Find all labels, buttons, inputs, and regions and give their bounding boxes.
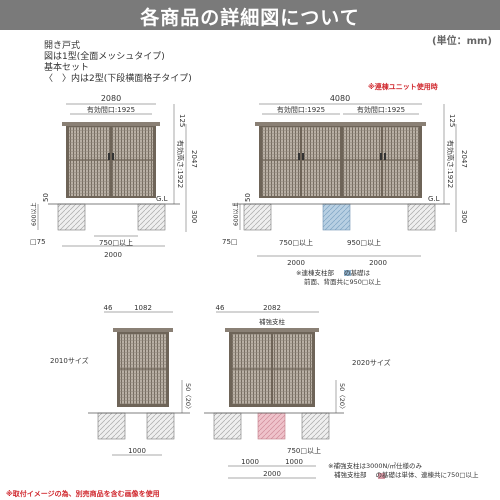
reinforcement-post-foundation: [257, 412, 286, 440]
dim-label: 2047: [190, 150, 198, 168]
dim-label: 300: [190, 210, 198, 223]
pink-swatch: [378, 473, 385, 479]
dim-label: 600以上: [30, 203, 38, 226]
dim-label: 有効間口:1925: [277, 105, 325, 114]
dim-label: 1082: [134, 304, 152, 312]
title-banner: 各商品の詳細図について: [0, 0, 500, 30]
roof: [62, 122, 160, 126]
dim-label: 125: [448, 114, 456, 127]
dim-label: 2082: [263, 304, 281, 312]
renmune-note-text: の基礎は: [343, 269, 370, 277]
storage-2010-side: [88, 311, 190, 456]
renmune-unit-note: ※連棟ユニット使用時: [368, 83, 438, 91]
dim-label: 50: [42, 193, 50, 202]
dim-label: 2000: [104, 251, 122, 259]
dim-label: 125: [178, 114, 186, 127]
dim-label: 600以上: [232, 203, 240, 226]
reinforcement-note-text: の基礎は単体、連棟共に750□以上: [375, 471, 479, 479]
linked-post-foundation: [322, 203, 351, 231]
unit-label: (単位：mm): [432, 36, 492, 47]
renmune-note-text: 前面、背面共に950□以上: [304, 278, 382, 286]
roof: [225, 328, 319, 332]
page-title: 各商品の詳細図について: [140, 7, 360, 29]
dim-label: 75□: [222, 238, 238, 246]
ground-level-label: G.L: [428, 195, 440, 203]
foundation-block: [97, 412, 126, 440]
dim-label: 50〈20〉: [184, 383, 192, 413]
reinforcement-note-text: ※補強支柱は3000N/㎡仕様のみ: [328, 462, 423, 470]
door-right: [112, 127, 153, 196]
reinforcement-note: ※補強支柱は3000N/㎡仕様のみ 補強支柱部の基礎は単体、連棟共に750□以上: [328, 462, 479, 480]
foundation-block: [57, 203, 86, 231]
roof: [255, 122, 426, 126]
renmune-note: ※連棟支柱部 の基礎は 前面、背面共に950□以上: [296, 269, 381, 287]
size-2010-label: 2010サイズ: [50, 357, 89, 365]
dim-label: 2080: [101, 94, 121, 103]
dim-label: 有効間口:1925: [87, 105, 135, 114]
dim-label: 300: [460, 210, 468, 223]
handle: [108, 153, 110, 160]
foundation-block: [137, 203, 166, 231]
dim-label: 2047: [460, 150, 468, 168]
dim-label: 2000: [263, 470, 281, 478]
dim-label: 50〈20〉: [338, 383, 346, 413]
footer-note: ※取付イメージの為、別売商品を含む画像を使用: [6, 490, 160, 498]
dim-label: 46: [216, 304, 225, 312]
dim-label: 950□以上: [347, 238, 381, 247]
foundation-block: [243, 203, 272, 231]
dim-label: 4080: [330, 94, 350, 103]
dim-label: 46: [104, 304, 113, 312]
dim-label: 1000: [241, 458, 259, 466]
dim-label: 1000: [128, 447, 146, 455]
reinforcement-post-label: 補強支柱: [259, 317, 286, 326]
description-line: 基本セット: [44, 63, 90, 73]
dim-label: 50: [244, 193, 252, 202]
storage-single-front: [37, 103, 187, 247]
description-line: 図は1型(全面メッシュタイプ): [44, 52, 165, 62]
dim-label: 2000: [287, 259, 305, 267]
door-left: [69, 127, 110, 196]
dim-label: 750□以上: [279, 238, 313, 247]
description-line: 開き戸式: [44, 41, 81, 51]
door-panel: [383, 127, 419, 196]
dim-label: 有効高さ:1922: [446, 140, 455, 188]
dim-label: 750□以上: [287, 446, 321, 455]
foundation-block: [213, 412, 242, 440]
dim-label: 有効高さ:1922: [176, 140, 185, 188]
size-2020-label: 2020サイズ: [352, 359, 391, 367]
dim-label: 2000: [369, 259, 387, 267]
renmune-note-text: ※連棟支柱部: [296, 269, 334, 277]
dim-label: 750□以上: [99, 238, 133, 247]
ground-level-label: G.L: [156, 195, 168, 203]
door-panel: [262, 127, 300, 196]
storage-linked-front: [232, 103, 457, 257]
dim-label: 1000: [285, 458, 303, 466]
reinforcement-note-text: 補強支柱部: [334, 471, 367, 479]
door-panel: [302, 127, 340, 196]
roof: [113, 328, 173, 332]
storage-2020-front: [204, 311, 344, 479]
blue-swatch: [344, 270, 351, 276]
dim-label: 有効間口:1925: [357, 105, 405, 114]
handle: [112, 153, 114, 160]
description-line: 〈 〉内は2型(下段横面格子タイプ): [44, 74, 192, 84]
dim-label: □75: [30, 238, 46, 246]
foundation-block: [407, 203, 436, 231]
door-panel: [343, 127, 381, 196]
foundation-block: [301, 412, 330, 440]
description-block: 開き戸式 図は1型(全面メッシュタイプ) 基本セット 〈 〉内は2型(下段横面格…: [44, 41, 192, 85]
foundation-block: [146, 412, 175, 440]
